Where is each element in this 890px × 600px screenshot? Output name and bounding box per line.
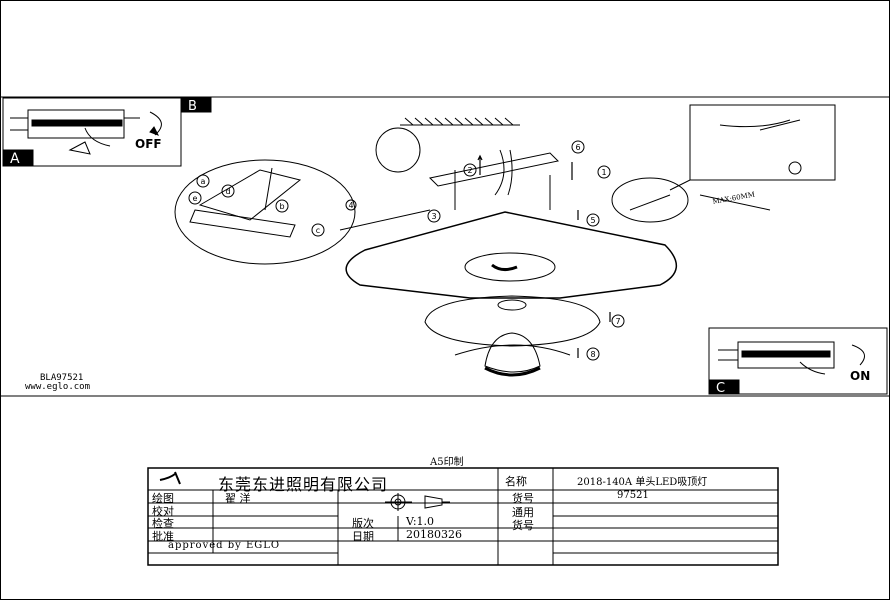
date-label: 日期 <box>352 530 374 543</box>
version-label: 版次 <box>352 517 374 530</box>
step-5: 5 <box>590 216 595 225</box>
label-c: C <box>716 381 725 396</box>
terminal-detail <box>174 159 431 265</box>
row-label-inspect: 检查 <box>152 517 174 530</box>
wire-cutter-detail <box>611 104 836 223</box>
step-1: 1 <box>601 168 606 177</box>
step-6: 6 <box>575 143 580 152</box>
callout-b: b <box>279 202 284 211</box>
step-8: 8 <box>590 350 595 359</box>
print-note: A5印制 <box>429 455 464 468</box>
row-label-check: 校对 <box>152 505 174 518</box>
title-block <box>147 467 779 566</box>
step-arrows <box>477 154 611 358</box>
website: www.eglo.com <box>25 382 90 392</box>
step-4: 4 <box>348 201 353 210</box>
label-b: B <box>188 99 197 114</box>
callout-e: e <box>193 194 198 203</box>
item-label: 货号 <box>512 492 534 505</box>
callout-d: d <box>225 187 230 196</box>
step-7: 7 <box>615 317 620 326</box>
ceiling-bracket <box>375 117 560 210</box>
name-label: 名称 <box>505 475 527 488</box>
company-name: 东莞东进照明有限公司 <box>218 475 389 494</box>
row-label-approve: 批准 <box>152 530 174 543</box>
row-value-draw: 翟 洋 <box>225 492 251 505</box>
panel-off <box>2 97 212 167</box>
step-2: 2 <box>467 166 472 175</box>
version-value: V:1.0 <box>406 515 435 528</box>
approved-by: approved by EGLO <box>168 540 281 551</box>
lamp-base <box>345 211 677 299</box>
generic-item-label: 通用货号 <box>512 506 534 532</box>
shade <box>454 332 571 377</box>
panel-on <box>708 327 888 395</box>
diffuser <box>424 295 601 347</box>
label-a: A <box>10 151 20 167</box>
step-3: 3 <box>431 212 436 221</box>
product-name: 2018-140A 单头LED吸顶灯 <box>577 477 708 488</box>
off-label: OFF <box>135 137 162 151</box>
max-length-label: MAX:60MM <box>712 191 756 206</box>
date-value: 20180326 <box>406 528 462 541</box>
row-label-draw: 绘图 <box>152 492 174 505</box>
callout-c: c <box>316 226 320 235</box>
step-circles <box>188 140 625 361</box>
on-label: ON <box>850 369 870 383</box>
item-value: 97521 <box>617 490 649 501</box>
callout-a: a <box>201 177 206 186</box>
model-code: BLA97521 <box>40 373 83 383</box>
